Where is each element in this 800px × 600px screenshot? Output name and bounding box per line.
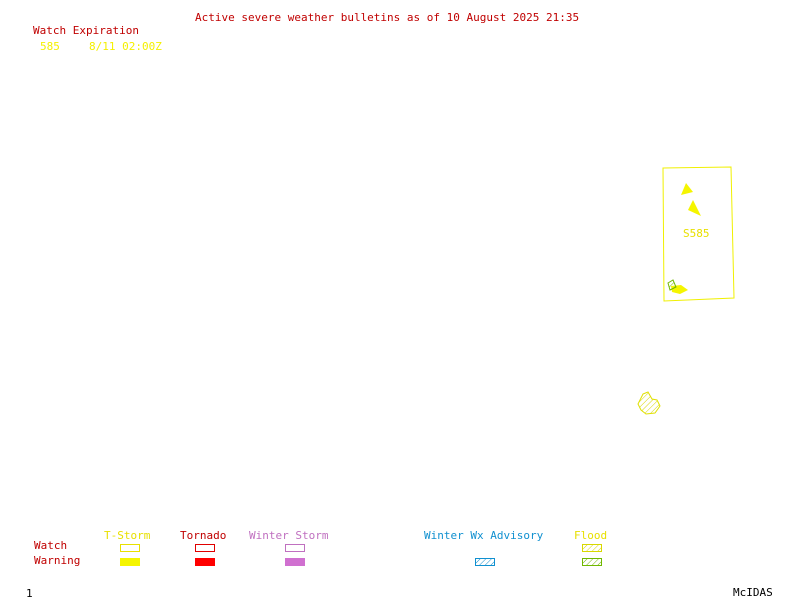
winter-storm-watch-swatch <box>285 544 305 552</box>
bulletin-title: Active severe weather bulletins as of 10… <box>195 11 580 24</box>
tornado-watch-swatch <box>195 544 215 552</box>
watch-box-outline <box>662 166 735 302</box>
frame-number: 1 <box>26 587 33 600</box>
legend-watch-row-label: Watch <box>34 539 68 552</box>
watch-expiration-time: 8/11 02:00Z <box>89 40 162 53</box>
legend-winter-wx-advisory-label: Winter Wx Advisory <box>424 529 544 542</box>
watch-box-label: S585 <box>683 227 710 240</box>
flood-watch-swatch <box>582 544 602 552</box>
winter-wx-advisory-swatch <box>475 558 495 566</box>
flood-warning-polygon <box>667 279 677 291</box>
tstorm-warning-swatch <box>120 558 140 566</box>
legend-warning-row-label: Warning <box>34 554 81 567</box>
flood-warning-swatch <box>582 558 602 566</box>
watch-expiration-header: Watch Expiration <box>33 24 139 37</box>
tstorm-warning-polygon <box>637 391 661 415</box>
tstorm-watch-swatch <box>120 544 140 552</box>
legend-tstorm-label: T-Storm <box>104 529 151 542</box>
mcidas-brand: McIDAS <box>733 586 773 599</box>
tstorm-warning-polygon <box>681 183 693 195</box>
winter-storm-warning-swatch <box>285 558 305 566</box>
watch-id: 585 <box>40 40 60 53</box>
legend-winter-storm-label: Winter Storm <box>249 529 329 542</box>
tornado-warning-swatch <box>195 558 215 566</box>
tstorm-warning-polygon <box>688 200 701 216</box>
legend-flood-label: Flood <box>574 529 608 542</box>
legend-tornado-label: Tornado <box>180 529 227 542</box>
